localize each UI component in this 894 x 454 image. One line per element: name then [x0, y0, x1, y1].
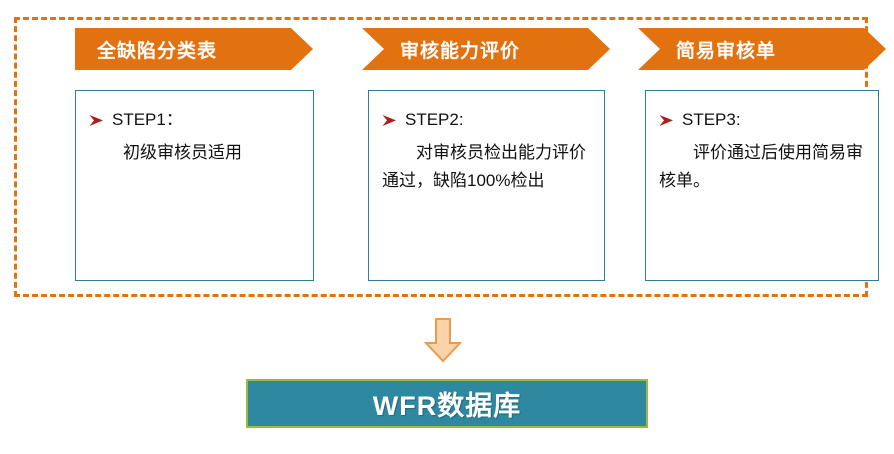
step-box-1-body: STEP1： 初级审核员适用	[76, 91, 313, 167]
step-3-heading: STEP3:	[659, 107, 866, 133]
wfr-database-label: WFR数据库	[372, 391, 522, 421]
step-banner-3-label: 简易审核单	[676, 40, 777, 62]
step-box-3-body: STEP3: 评价通过后使用简易审核单。	[646, 91, 878, 194]
wfr-database-bar[interactable]: WFR数据库	[246, 379, 648, 428]
step-banner-2[interactable]: 审核能力评价	[362, 28, 610, 70]
step-box-2: STEP2: 对审核员检出能力评价通过，缺陷100%检出	[368, 90, 605, 281]
step-box-1: STEP1： 初级审核员适用	[75, 90, 314, 281]
step-box-2-body: STEP2: 对审核员检出能力评价通过，缺陷100%检出	[369, 91, 604, 194]
step-2-heading: STEP2:	[382, 107, 592, 133]
step-box-3: STEP3: 评价通过后使用简易审核单。	[645, 90, 879, 281]
step-1-heading: STEP1：	[89, 107, 301, 133]
step-banner-1[interactable]: 全缺陷分类表	[75, 28, 313, 70]
step-3-label: STEP3:	[682, 110, 741, 129]
arrow-bullet-icon	[382, 109, 397, 126]
step-2-text: 对审核员检出能力评价通过，缺陷100%检出	[382, 143, 586, 190]
step-banner-1-label: 全缺陷分类表	[97, 40, 218, 62]
step-2-label: STEP2:	[405, 110, 464, 129]
step-banner-3[interactable]: 简易审核单	[638, 28, 886, 70]
step-1-label: STEP1：	[112, 110, 183, 129]
down-arrow-icon	[423, 318, 463, 363]
step-3-text: 评价通过后使用简易审核单。	[659, 143, 863, 190]
step-banner-2-label: 审核能力评价	[400, 40, 521, 62]
arrow-bullet-icon	[89, 109, 104, 126]
arrow-bullet-icon	[659, 109, 674, 126]
step-1-text: 初级审核员适用	[123, 143, 242, 163]
